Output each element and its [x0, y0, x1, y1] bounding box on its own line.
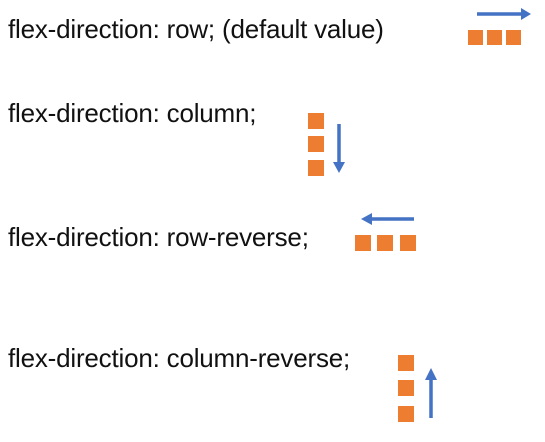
flex-direction-row-reverse-label: flex-direction: row-reverse;: [8, 222, 309, 252]
flex-item-box: [398, 406, 414, 422]
flex-item-box: [398, 355, 414, 371]
left-arrow-icon: [361, 213, 414, 225]
column-reverse-direction-diagram: [398, 355, 437, 422]
flex-item-box: [377, 235, 393, 251]
flex-item-box: [308, 136, 324, 152]
flex-item-box: [398, 380, 414, 396]
flex-direction-row-label: flex-direction: row; (default value): [8, 14, 384, 44]
flex-direction-column-label: flex-direction: column;: [8, 98, 257, 128]
flex-item-box: [308, 113, 324, 129]
down-arrow-icon: [333, 124, 345, 173]
flex-item-box: [355, 235, 371, 251]
flex-direction-column-reverse-label: flex-direction: column-reverse;: [8, 343, 351, 373]
row-direction-diagram: [468, 8, 531, 45]
right-arrow-icon: [477, 8, 531, 20]
flex-item-box: [468, 30, 483, 45]
up-arrow-icon: [425, 368, 437, 418]
column-direction-diagram: [308, 113, 345, 176]
row-reverse-direction-diagram: [355, 213, 416, 251]
flex-item-box: [487, 30, 502, 45]
flex-item-box: [506, 30, 521, 45]
flex-item-box: [308, 160, 324, 176]
flex-item-box: [400, 235, 416, 251]
